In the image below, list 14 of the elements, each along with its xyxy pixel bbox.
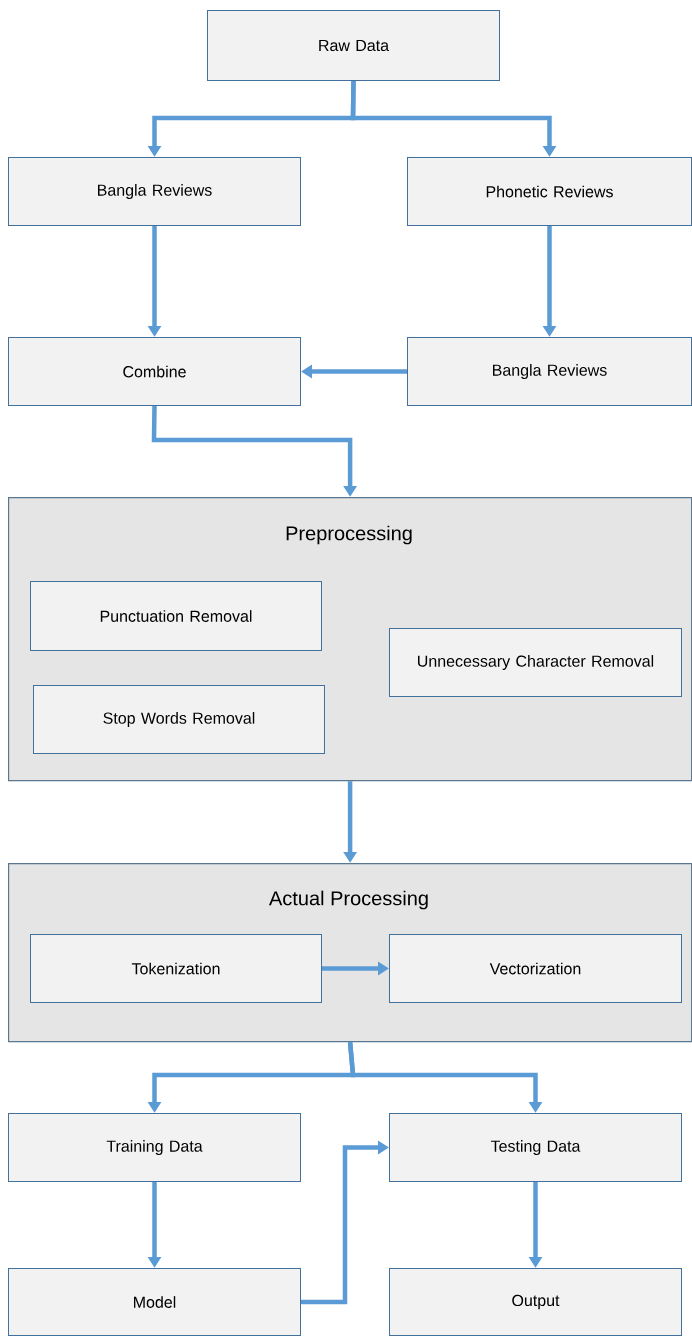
process-box: Combine bbox=[8, 337, 301, 406]
process-box: Unnecessary Character Removal bbox=[389, 628, 682, 697]
process-box: Model bbox=[8, 1268, 301, 1336]
process-box: Testing Data bbox=[389, 1113, 682, 1182]
process-box: Tokenization bbox=[30, 934, 322, 1003]
process-box: Phonetic Reviews bbox=[407, 157, 692, 226]
process-box: Bangla Reviews bbox=[407, 337, 692, 406]
process-box: Bangla Reviews bbox=[8, 157, 301, 226]
process-box: Raw Data bbox=[207, 10, 500, 81]
process-box: Vectorization bbox=[389, 934, 682, 1003]
process-box: Punctuation Removal bbox=[30, 581, 322, 651]
process-box: Training Data bbox=[8, 1113, 301, 1182]
process-box: Output bbox=[389, 1268, 682, 1336]
process-box: Stop Words Removal bbox=[33, 685, 325, 754]
